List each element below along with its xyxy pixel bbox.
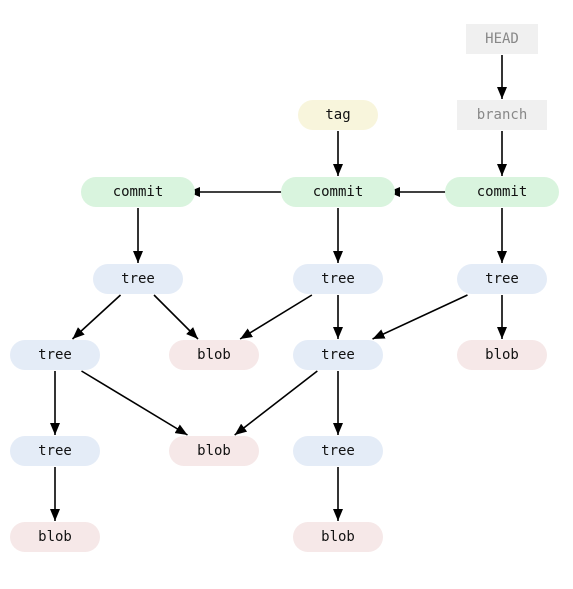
tree-node: tree xyxy=(293,264,383,294)
edge-arrow xyxy=(71,294,122,340)
blob-node: blob xyxy=(293,522,383,552)
edge-arrow xyxy=(153,294,199,340)
edge-arrow xyxy=(81,370,188,436)
commit-node: commit xyxy=(281,177,395,207)
commit-node: commit xyxy=(445,177,559,207)
blob-node: blob xyxy=(10,522,100,552)
blob-node: blob xyxy=(169,436,259,466)
tag-node: tag xyxy=(298,100,378,130)
tree-node: tree xyxy=(293,340,383,370)
ref-node: HEAD xyxy=(466,24,538,54)
tree-node: tree xyxy=(457,264,547,294)
tree-node: tree xyxy=(10,436,100,466)
tree-node: tree xyxy=(10,340,100,370)
edge-arrow xyxy=(372,294,468,340)
commit-node: commit xyxy=(81,177,195,207)
blob-node: blob xyxy=(169,340,259,370)
edge-arrow xyxy=(239,294,313,340)
blob-node: blob xyxy=(457,340,547,370)
tree-node: tree xyxy=(93,264,183,294)
ref-node: branch xyxy=(457,100,547,130)
edge-arrow xyxy=(234,370,318,436)
tree-node: tree xyxy=(293,436,383,466)
